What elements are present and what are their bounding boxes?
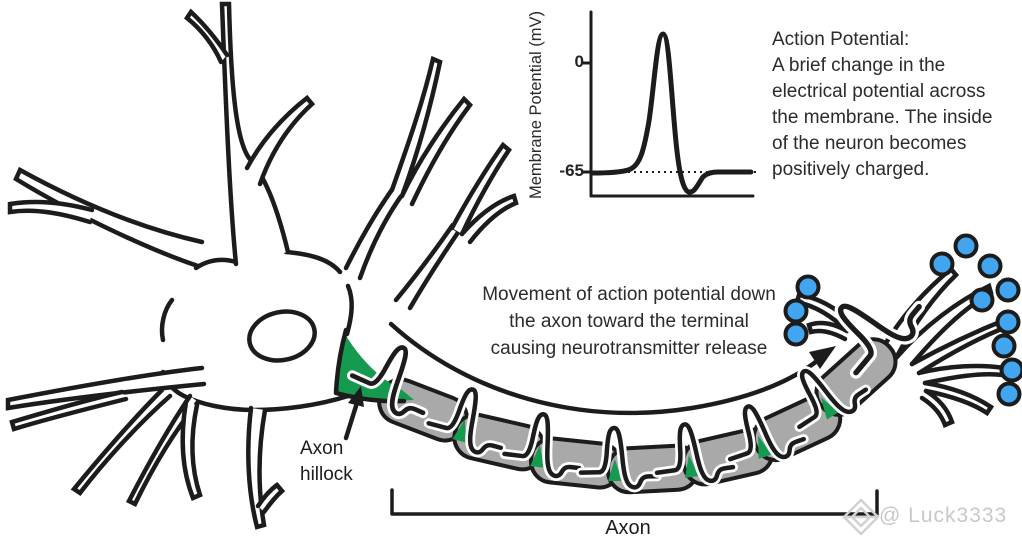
dendrite-branch — [244, 94, 316, 187]
axon-hillock-label: Axon hillock — [300, 438, 353, 485]
neurotransmitter-vesicle — [977, 253, 1003, 279]
neurotransmitter-vesicle — [929, 251, 955, 277]
nucleus — [247, 309, 317, 363]
neurotransmitter-vesicle — [995, 277, 1021, 303]
chart-tick-resting: -65 — [559, 161, 584, 180]
chart-axes — [589, 10, 755, 198]
axon-label: Axon — [605, 517, 651, 539]
neurotransmitter-vesicle — [953, 233, 979, 259]
axon-hillock — [333, 327, 414, 404]
action-potential-note: Action Potential: A brief change in the … — [772, 29, 993, 180]
neurotransmitter-vesicle — [996, 381, 1022, 407]
dendrites — [5, 1, 519, 530]
axon-hillock-arrow — [343, 386, 364, 441]
chart-y-axis-label: Membrane Potential (mV) — [527, 11, 545, 199]
action-potential-curve — [589, 31, 754, 195]
neurotransmitter-vesicle — [995, 309, 1021, 335]
dendrite-branch — [183, 8, 230, 65]
neurotransmitter-vesicle — [969, 287, 995, 313]
neurotransmitter-vesicle — [999, 357, 1022, 383]
movement-note: Movement of action potential down the ax… — [482, 284, 776, 359]
neurotransmitter-vesicle — [991, 333, 1017, 359]
movement-arrow — [388, 321, 836, 416]
diamond-gem-icon — [842, 498, 880, 536]
chart-tick-zero: 0 — [574, 52, 584, 71]
axon-bracket — [390, 488, 879, 516]
watermark-text: @ Luck3333 — [879, 504, 1008, 527]
membrane-potential-inset-chart — [581, 10, 757, 198]
